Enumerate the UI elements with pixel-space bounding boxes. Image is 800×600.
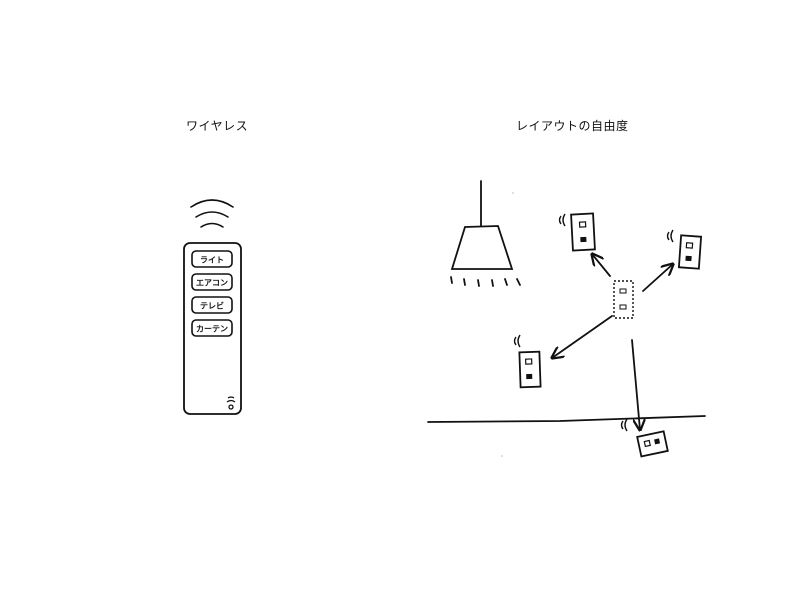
remote-control: ライト エアコン テレビ カーテン: [183, 199, 242, 415]
wall-switch-left: [513, 334, 542, 389]
remote-button-light: ライト: [191, 250, 233, 268]
arrow-down-floor: [631, 339, 640, 430]
wall-switch-top: [558, 212, 596, 252]
relocation-arrows: [552, 254, 673, 430]
remote-button-label: エアコン: [196, 279, 228, 288]
wireless-signal-icon: [190, 199, 234, 228]
remote-button-tv: テレビ: [191, 296, 233, 314]
pendant-lamp-icon: [450, 180, 521, 287]
remote-button-label: カーテン: [196, 325, 228, 334]
floor-line: [427, 415, 706, 423]
wall-switch-floor: [620, 418, 669, 458]
panel-title-wireless: ワイヤレス: [186, 119, 249, 133]
wall-switch-right: [666, 229, 703, 270]
wall-switch-original-position: [613, 280, 634, 319]
panel-title-layout-freedom: レイアウトの自由度: [516, 119, 629, 133]
remote-button-label: テレビ: [200, 301, 224, 311]
remote-button-curtain: カーテン: [191, 319, 233, 337]
remote-button-aircon: エアコン: [191, 273, 233, 291]
arrow-up-right: [642, 264, 673, 292]
arrow-up-left: [592, 254, 611, 277]
remote-logo-icon: [226, 396, 236, 410]
remote-button-label: ライト: [200, 256, 224, 265]
arrow-down-left: [552, 315, 613, 358]
